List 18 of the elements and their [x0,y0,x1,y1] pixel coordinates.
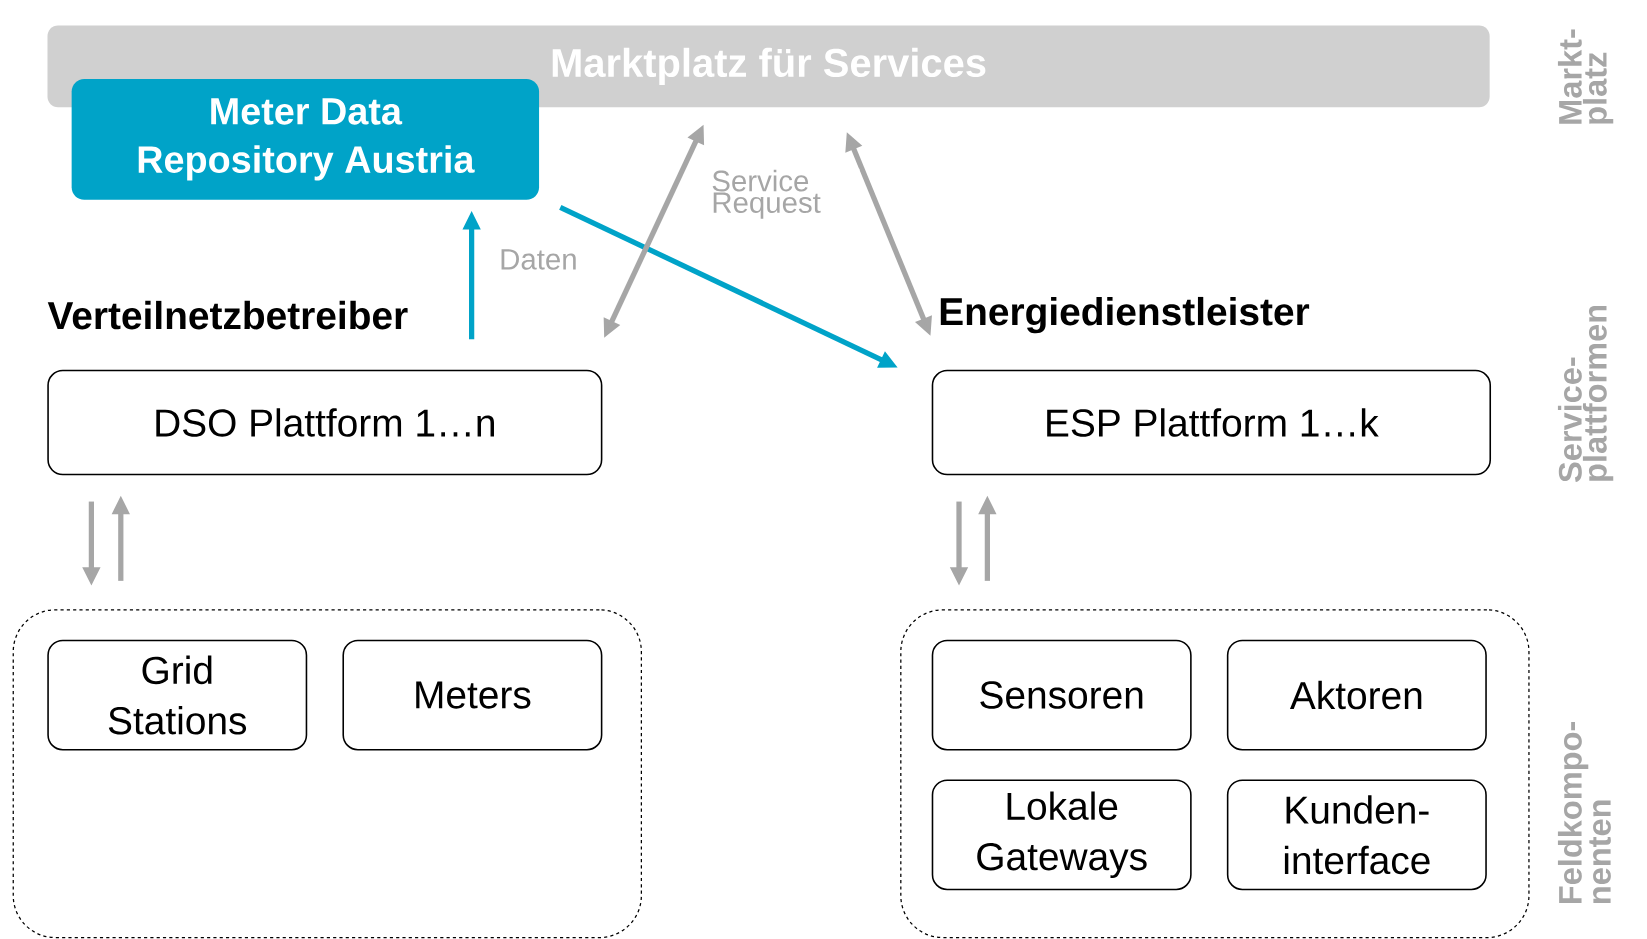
layer-label: Markt- platz [1557,29,1614,124]
group-frame [12,609,642,939]
repository-box: Meter Data Repository Austria [71,79,540,200]
group-frame [900,609,1530,939]
heading: Verteilnetzbetreiber [47,300,408,330]
component-box: Kunden- interface [1226,779,1487,891]
edge-label: Service Request [710,168,860,220]
platform-box: ESP Plattform 1…k [931,369,1492,476]
edge-label: Daten [498,248,579,271]
component-box: Lokale Gateways [931,779,1192,891]
heading: Energiedienstleister [940,296,1310,334]
component-box: Grid Stations [47,639,308,751]
layer-label: Feldkompo- nenten [1557,722,1611,904]
component-box: Aktoren [1226,639,1487,751]
component-box: Meters [342,639,603,751]
platform-box: DSO Plattform 1…n [47,369,603,476]
component-box: Sensoren [931,639,1192,751]
layer-label: Service- plattformen [1557,305,1614,482]
